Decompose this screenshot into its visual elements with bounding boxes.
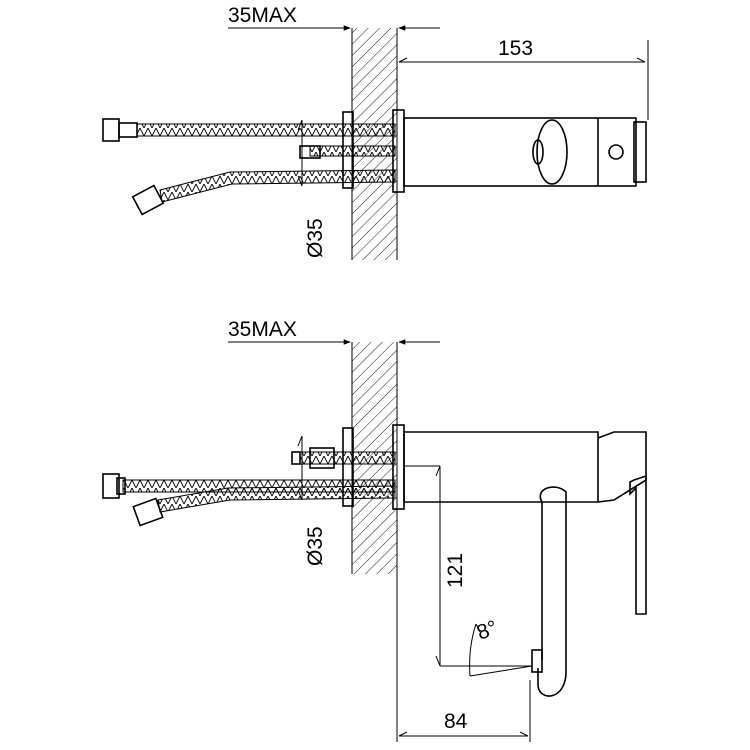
spout-length-dimension: 153 bbox=[396, 37, 649, 120]
faucet-body-side bbox=[342, 424, 647, 697]
hole-diameter-dimension-top: Ø35 bbox=[297, 119, 327, 258]
wall-max-label-top: 35MAX bbox=[228, 4, 297, 27]
spout-projection-dimension: 84 bbox=[396, 574, 531, 742]
top-view: 35MAX 153 bbox=[102, 4, 649, 260]
wall-section-top bbox=[352, 28, 397, 260]
supply-hoses-top bbox=[102, 118, 396, 216]
spout-angle-label: 8° bbox=[474, 616, 501, 644]
spout-angle-dimension: 8° bbox=[469, 616, 533, 677]
hole-diameter-label-side: Ø35 bbox=[304, 526, 327, 566]
side-view: 35MAX bbox=[102, 318, 647, 742]
spout-projection-label: 84 bbox=[444, 710, 468, 733]
wall-max-dimension-top: 35MAX bbox=[228, 4, 440, 31]
supply-hoses-side bbox=[102, 447, 396, 527]
hole-diameter-dimension-side: Ø35 bbox=[297, 435, 327, 566]
hole-diameter-label-top: Ø35 bbox=[304, 218, 327, 258]
spout-length-label: 153 bbox=[498, 37, 533, 60]
wall-max-dimension-side: 35MAX bbox=[228, 318, 440, 345]
spout-height-label: 121 bbox=[444, 553, 467, 588]
wall-max-label-side: 35MAX bbox=[228, 318, 297, 341]
spout-height-dimension: 121 bbox=[435, 465, 532, 667]
